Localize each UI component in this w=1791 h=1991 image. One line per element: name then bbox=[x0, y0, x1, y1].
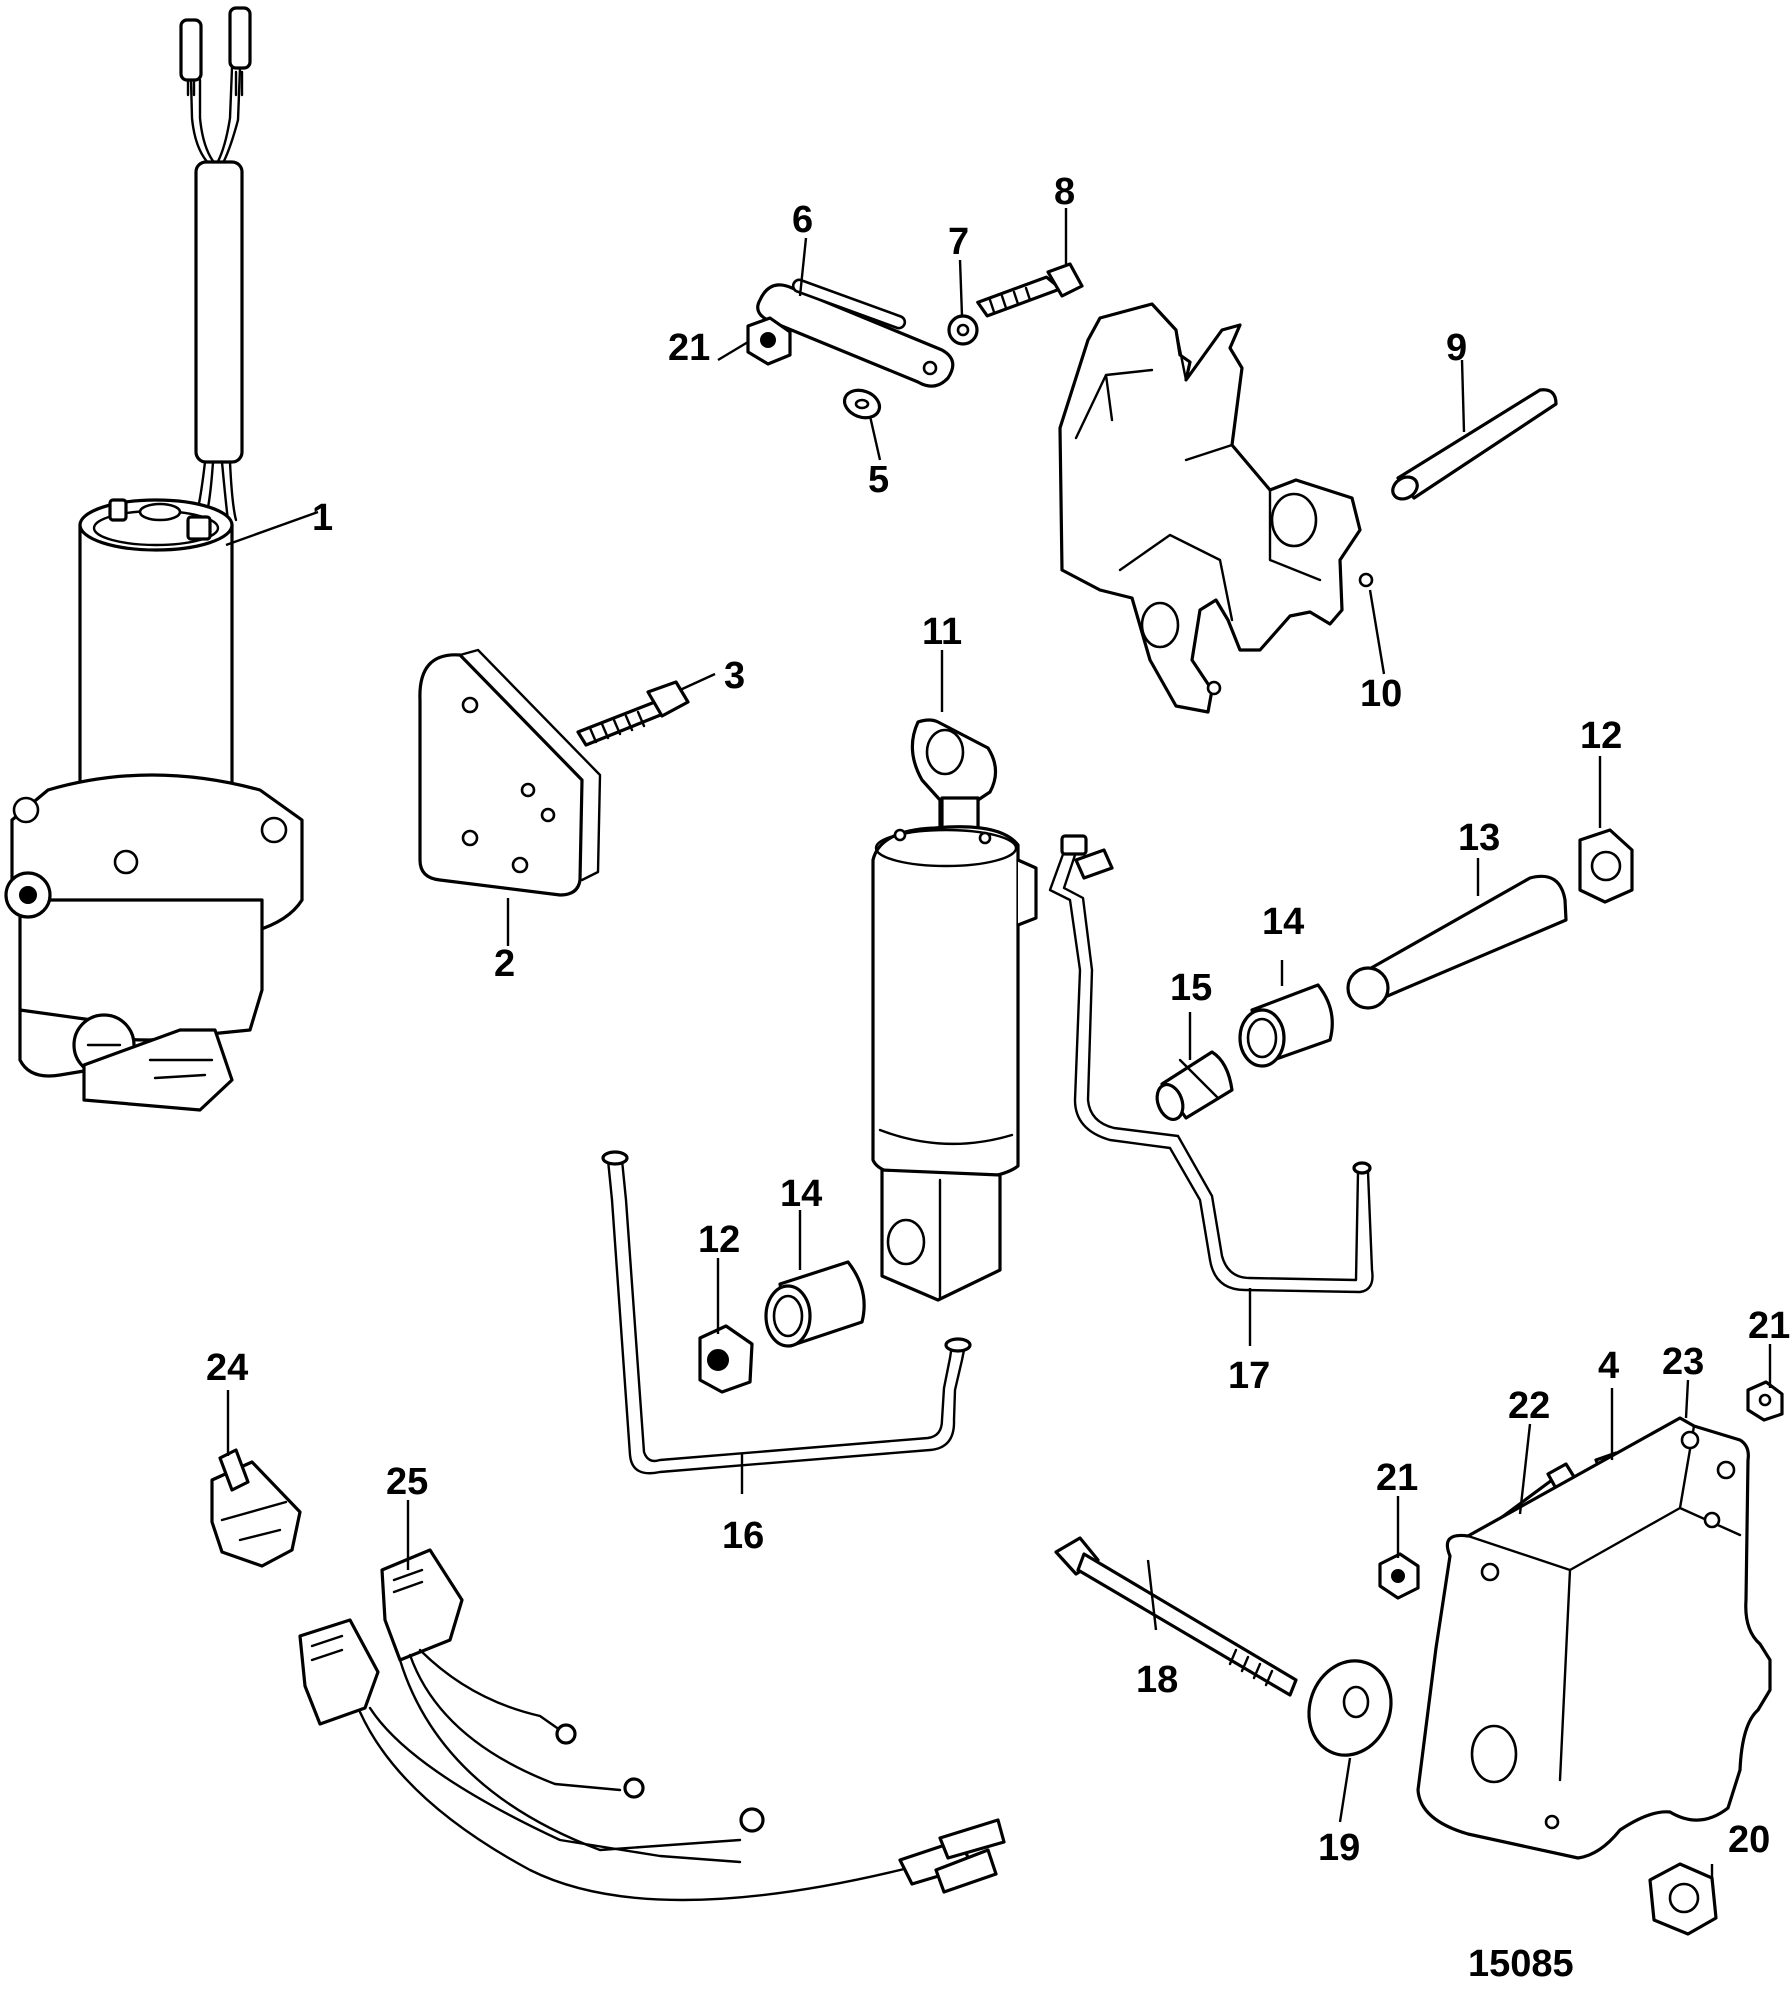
part-19-washer bbox=[1307, 1659, 1393, 1757]
callout-25: 25 bbox=[386, 1461, 428, 1503]
figure-number: 15085 bbox=[1468, 1943, 1574, 1985]
part-12-nut-lower bbox=[698, 1324, 754, 1394]
callout-19: 19 bbox=[1318, 1827, 1360, 1869]
part-18-bolt bbox=[1054, 1536, 1298, 1697]
part-12-nut-upper bbox=[1578, 828, 1634, 904]
callout-21-upper: 21 bbox=[668, 327, 710, 369]
callout-7: 7 bbox=[948, 221, 969, 263]
part-2-mounting-plate bbox=[418, 648, 602, 897]
part-10-bracket bbox=[1058, 302, 1374, 714]
part-17-tube bbox=[1048, 834, 1374, 1294]
part-21-nut-upper bbox=[746, 316, 792, 366]
callout-16: 16 bbox=[722, 1515, 764, 1557]
part-20-nut bbox=[1648, 1862, 1718, 1936]
part-9-pin bbox=[1391, 388, 1558, 501]
part-8-bolt bbox=[976, 262, 1084, 318]
part-24-relay bbox=[210, 1448, 302, 1568]
callout-13: 13 bbox=[1458, 817, 1500, 859]
part-6-link bbox=[756, 278, 955, 388]
callout-12-upper: 12 bbox=[1580, 715, 1622, 757]
part-15-pin bbox=[1155, 1050, 1234, 1122]
callout-15: 15 bbox=[1170, 967, 1212, 1009]
callout-10: 10 bbox=[1360, 673, 1402, 715]
callout-21-right: 21 bbox=[1748, 1305, 1790, 1347]
part-21-nut-right bbox=[1746, 1380, 1784, 1422]
callout-11: 11 bbox=[922, 611, 962, 653]
part-1-pump-motor bbox=[4, 6, 304, 1112]
part-14-bushing-upper bbox=[1238, 983, 1334, 1068]
callout-17: 17 bbox=[1228, 1355, 1270, 1397]
callout-3: 3 bbox=[724, 655, 745, 697]
callout-18: 18 bbox=[1136, 1659, 1178, 1701]
leader-lines bbox=[225, 208, 1772, 1882]
callout-14-upper: 14 bbox=[1262, 901, 1304, 943]
callout-9: 9 bbox=[1446, 327, 1467, 369]
part-14-bushing-lower bbox=[764, 1260, 866, 1348]
part-13-pin bbox=[1346, 874, 1568, 1010]
part-25-wiring-harness bbox=[298, 1548, 1006, 1902]
callout-labels: 1 2 3 4 5 6 7 8 9 10 11 12 12 13 14 14 1… bbox=[206, 171, 1790, 1985]
callout-20: 20 bbox=[1728, 1819, 1770, 1861]
callout-4: 4 bbox=[1598, 1345, 1619, 1387]
part-16-tube bbox=[601, 1150, 972, 1475]
callout-24: 24 bbox=[206, 1347, 248, 1389]
part-21-nut-mid bbox=[1378, 1552, 1420, 1600]
part-3-screw bbox=[576, 680, 690, 747]
callout-23: 23 bbox=[1662, 1341, 1704, 1383]
callout-8: 8 bbox=[1054, 171, 1075, 213]
callout-21-mid: 21 bbox=[1376, 1457, 1418, 1499]
part-23-bracket bbox=[1416, 1416, 1772, 1860]
part-7-washer bbox=[947, 314, 979, 346]
part-11-trim-cylinder bbox=[871, 718, 1038, 1302]
callout-22: 22 bbox=[1508, 1385, 1550, 1427]
callout-14-lower: 14 bbox=[780, 1173, 822, 1215]
callout-1: 1 bbox=[312, 497, 333, 539]
part-5-washer bbox=[842, 388, 882, 420]
callout-2: 2 bbox=[494, 943, 515, 985]
callout-12-lower: 12 bbox=[698, 1219, 740, 1261]
callout-5: 5 bbox=[868, 459, 889, 501]
callout-6: 6 bbox=[792, 199, 813, 241]
